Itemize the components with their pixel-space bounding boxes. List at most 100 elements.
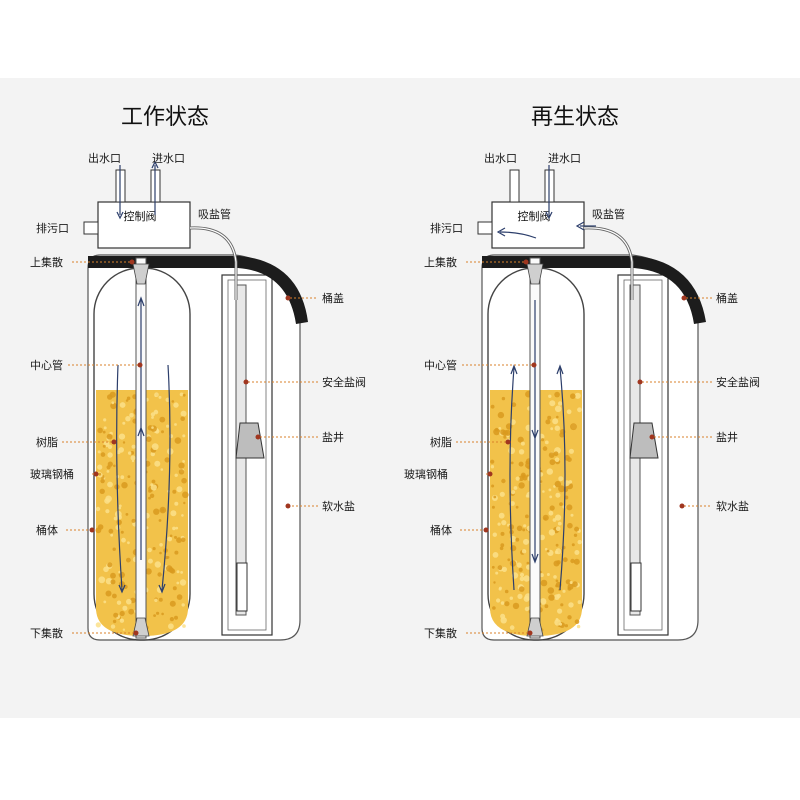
resin-bead	[500, 531, 505, 536]
resin-bead	[118, 504, 122, 508]
resin-bead	[501, 478, 506, 484]
resin-bead	[564, 454, 570, 461]
resin-bead	[512, 602, 520, 610]
resin-bead	[131, 444, 136, 449]
resin-bead	[147, 558, 153, 564]
resin-bead	[166, 565, 173, 572]
safety-float	[630, 562, 642, 612]
resin-bead	[552, 418, 559, 425]
resin-bead	[518, 449, 525, 455]
leader-dot-icon	[531, 362, 537, 368]
resin-bead	[151, 426, 154, 429]
brine-box-inner	[227, 279, 267, 631]
resin-bead	[169, 617, 174, 622]
resin-bead	[546, 573, 550, 576]
resin-bead	[508, 447, 515, 455]
resin-bead	[518, 586, 525, 592]
resin-bead	[97, 464, 103, 470]
panel-title: 工作状态	[121, 105, 209, 130]
resin-bead	[577, 600, 582, 605]
resin-bead	[548, 488, 552, 492]
resin-bead	[171, 400, 175, 403]
resin-bead	[500, 613, 506, 619]
resin-bead	[122, 605, 128, 611]
resin-bead	[495, 571, 499, 575]
resin-bead	[103, 600, 107, 604]
label-outlet: 出水口	[484, 151, 517, 165]
label-drain: 排污口	[430, 221, 463, 235]
resin-bead	[510, 501, 515, 506]
brine-box-inner	[623, 279, 663, 631]
resin-bead	[498, 587, 502, 591]
flow-arrow-icon	[509, 367, 515, 591]
resin-bead	[567, 522, 573, 529]
resin-bead	[97, 450, 101, 454]
resin-bead	[107, 562, 113, 568]
resin-bead	[548, 594, 555, 601]
resin-bead	[105, 509, 110, 514]
resin-bead	[178, 469, 185, 475]
resin-bead	[157, 572, 162, 577]
resin-bead	[554, 405, 562, 413]
resin-bead	[491, 484, 495, 488]
resin-bead	[573, 533, 578, 537]
resin-bead	[517, 593, 523, 600]
label-drain: 排污口	[36, 221, 69, 235]
resin-bead	[525, 514, 529, 519]
resin-bead	[555, 492, 561, 498]
resin-bead	[518, 482, 525, 489]
resin-bead	[167, 536, 173, 542]
resin-bead	[182, 491, 189, 499]
resin-bead	[571, 543, 575, 547]
resin-bead	[95, 527, 102, 534]
resin-bead	[558, 485, 565, 493]
resin-bead	[570, 558, 575, 564]
resin-bead	[570, 393, 576, 400]
resin-bead	[103, 426, 107, 430]
resin-bead	[161, 430, 164, 434]
resin-bead	[125, 513, 129, 516]
resin-bead	[502, 430, 509, 436]
resin-bead	[573, 558, 580, 565]
resin-bead	[152, 547, 156, 551]
brine-well-float	[235, 422, 265, 459]
resin-bead	[126, 541, 130, 545]
resin-bead	[524, 606, 530, 612]
upper-distributor	[132, 263, 150, 285]
resin-bead	[497, 522, 501, 526]
resin-bead	[160, 468, 164, 471]
resin-bead	[104, 498, 110, 504]
resin-bead	[146, 436, 152, 443]
resin-bead	[503, 435, 507, 439]
resin-bead	[112, 619, 117, 624]
resin-bead	[539, 598, 547, 605]
resin-bead	[112, 547, 116, 551]
resin-bead	[179, 579, 187, 586]
resin-bead	[546, 549, 550, 553]
control-valve-body	[491, 201, 585, 249]
resin-bead	[176, 570, 180, 574]
resin-bead	[125, 416, 131, 422]
resin-bead	[523, 595, 530, 602]
label-inlet: 进水口	[548, 152, 581, 165]
panel-title: 再生状态	[531, 105, 619, 130]
resin-bead	[107, 481, 113, 488]
resin-bead	[557, 401, 563, 406]
resin-bead	[159, 551, 162, 555]
resin-bead	[174, 437, 182, 444]
resin-bead	[119, 402, 126, 408]
label-center-pipe: 中心管	[424, 358, 457, 372]
resin-bead	[179, 392, 184, 397]
resin-bead	[490, 404, 495, 409]
label-safety-brine-valve: 安全盐阀	[716, 375, 760, 389]
resin-bead	[180, 537, 186, 543]
resin-bead	[128, 608, 135, 615]
resin-bead	[122, 421, 126, 425]
resin-bead	[153, 409, 159, 415]
resin-bead	[130, 455, 136, 461]
resin-bead	[176, 486, 183, 493]
resin-bead	[130, 451, 135, 455]
resin-bead	[574, 619, 580, 624]
resin-bead	[173, 402, 179, 408]
resin-bead	[564, 624, 569, 628]
